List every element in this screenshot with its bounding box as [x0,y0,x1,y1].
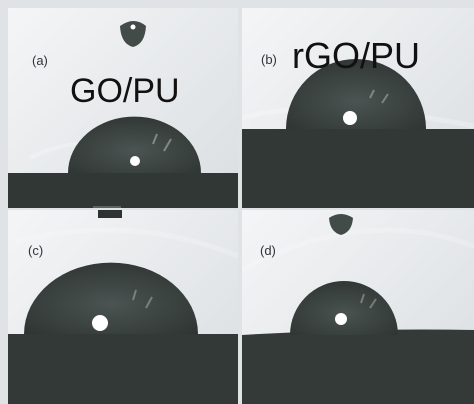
panel-a-label: (a) [32,53,48,68]
panel-d-label: (d) [260,243,276,258]
panel-d: (d) [242,210,474,404]
panel-a: (a) GO/PU [8,8,238,208]
droplet-photo-b [242,59,474,208]
panel-c-label: (c) [28,243,44,258]
panel-b: (b) rGO/PU [242,8,474,208]
panel-b-label: (b) [261,52,277,67]
panel-c: (c) [8,210,238,404]
droplet-photo-c [8,210,238,404]
panel-b-title: rGO/PU [292,35,421,76]
panel-a-title: GO/PU [70,72,180,110]
droplet-photo-d [242,214,474,404]
droplet-photo-a [8,21,238,208]
